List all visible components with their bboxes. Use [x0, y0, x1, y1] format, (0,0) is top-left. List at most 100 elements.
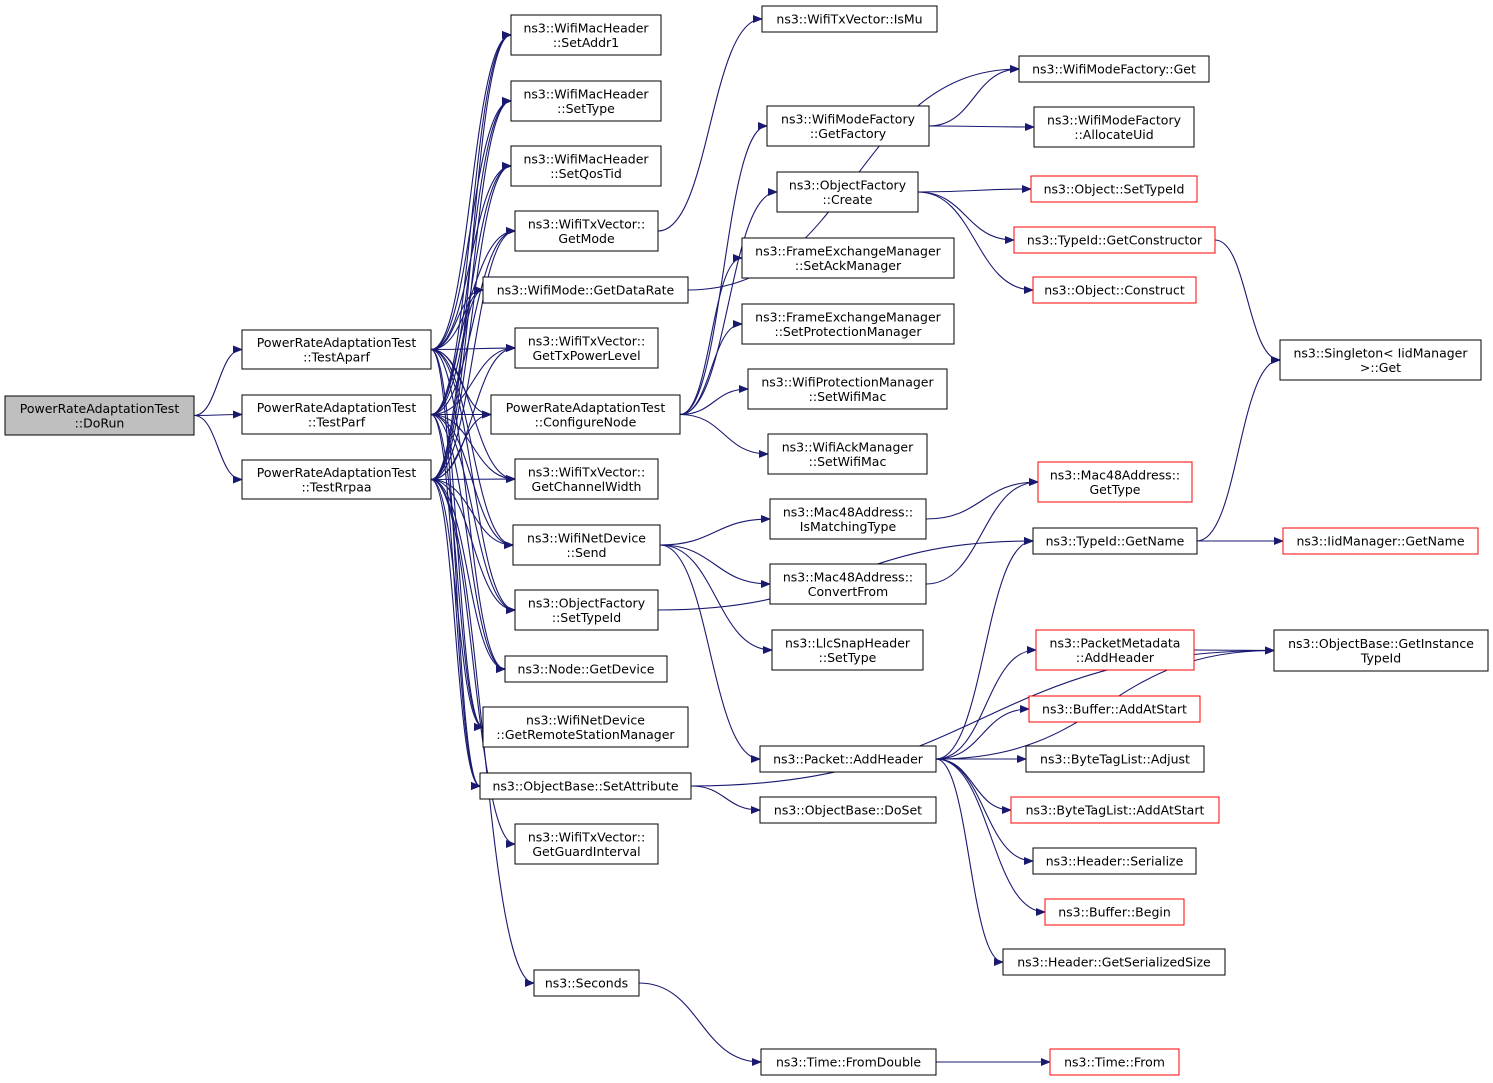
call-edge-path [430, 475, 516, 484]
node-llcsettype[interactable]: ns3::LlcSnapHeader::SetType [771, 629, 924, 671]
call-edge-path [430, 410, 492, 481]
call-edge [430, 344, 516, 416]
node-label: ::AddHeader [1076, 650, 1155, 665]
call-edge-path [430, 413, 484, 731]
node-getfactory[interactable]: ns3::WifiModeFactory::GetFactory [766, 105, 930, 147]
node-configurenode[interactable]: PowerRateAdaptationTest::ConfigureNode [490, 394, 681, 435]
node-getmode[interactable]: ns3::WifiTxVector::GetMode [514, 210, 659, 252]
node-settype[interactable]: ns3::WifiMacHeader::SetType [510, 80, 662, 122]
call-edge-path [430, 227, 516, 416]
node-label: ns3::Object::SetTypeId [1044, 182, 1185, 197]
node-label: ns3::WifiModeFactory [781, 111, 916, 126]
node-label: ::SetQosTid [550, 166, 622, 181]
node-setattribute[interactable]: ns3::ObjectBase::SetAttribute [479, 772, 692, 800]
call-edge-path [659, 515, 771, 546]
node-ismu[interactable]: ns3::WifiTxVector::IsMu [761, 5, 938, 33]
node-getchannelwidth[interactable]: ns3::WifiTxVector::GetChannelWidth [514, 458, 659, 500]
call-edge [430, 348, 514, 549]
node-wmfget[interactable]: ns3::WifiModeFactory::Get [1018, 55, 1210, 83]
call-edge [659, 515, 771, 546]
node-label: ns3::TypeId::GetConstructor [1027, 233, 1203, 248]
node-box [747, 368, 948, 410]
node-ofcreate[interactable]: ns3::ObjectFactory::Create [776, 171, 919, 213]
call-edge-path [917, 191, 1015, 244]
node-macgettype[interactable]: ns3::Mac48Address::GetType [1037, 461, 1193, 503]
node-btladdatstart[interactable]: ns3::ByteTagList::AddAtStart [1010, 796, 1220, 824]
call-edge [430, 348, 481, 790]
node-box [514, 210, 659, 252]
node-setqostid[interactable]: ns3::WifiMacHeader::SetQosTid [510, 145, 662, 187]
node-label: ns3::Header::GetSerializedSize [1017, 955, 1211, 970]
node-ofsettypeid[interactable]: ns3::ObjectFactory::SetTypeId [514, 589, 659, 631]
node-label: ns3::Singleton< IidManager [1293, 345, 1468, 360]
node-ismatchingtype[interactable]: ns3::Mac48Address::IsMatchingType [769, 498, 927, 540]
node-hdrgetsize[interactable]: ns3::Header::GetSerializedSize [1002, 948, 1226, 976]
node-label: ns3::Object::Construct [1044, 283, 1185, 298]
node-getdevice[interactable]: ns3::Node::GetDevice [504, 655, 668, 683]
call-edge [935, 705, 1030, 760]
call-edge-path [679, 320, 743, 416]
node-setaddr1[interactable]: ns3::WifiMacHeader::SetAddr1 [510, 14, 662, 56]
call-edge [430, 227, 516, 416]
node-acksetwifimac[interactable]: ns3::WifiAckManager::SetWifiMac [767, 433, 928, 475]
node-setprotmanager[interactable]: ns3::FrameExchangeManager::SetProtection… [741, 303, 955, 345]
call-edge [935, 646, 1037, 760]
node-testrrpaa[interactable]: PowerRateAdaptationTest::TestRrpaa [241, 459, 432, 500]
node-seconds[interactable]: ns3::Seconds [533, 969, 640, 997]
node-box [1010, 796, 1220, 824]
call-edge [430, 475, 516, 484]
node-box [759, 745, 937, 773]
node-label: ns3::WifiProtectionManager [761, 374, 934, 389]
node-addheader[interactable]: ns3::Packet::AddHeader [759, 745, 937, 773]
node-getconstructor[interactable]: ns3::TypeId::GetConstructor [1013, 226, 1216, 254]
node-singletonget[interactable]: ns3::Singleton< IidManager >::Get [1279, 339, 1482, 381]
node-getdatarate[interactable]: ns3::WifiMode::GetDataRate [482, 276, 689, 304]
node-protsetwifimac[interactable]: ns3::WifiProtectionManager::SetWifiMac [747, 368, 948, 410]
node-gettxpowerlevel[interactable]: ns3::WifiTxVector::GetTxPowerLevel [514, 327, 659, 369]
node-convertfrom[interactable]: ns3::Mac48Address::ConvertFrom [769, 563, 927, 605]
node-pmaddheader[interactable]: ns3::PacketMetadata::AddHeader [1035, 629, 1195, 671]
call-edge [679, 122, 768, 416]
call-edge-path [935, 705, 1030, 760]
node-bufaddatstart[interactable]: ns3::Buffer::AddAtStart [1028, 695, 1201, 723]
call-edge [193, 345, 243, 417]
call-edge-path [430, 478, 514, 549]
call-edge [917, 191, 1015, 244]
node-label: ::SetWifiMac [809, 454, 887, 469]
call-edge-path [430, 348, 481, 790]
call-edge-path [690, 785, 761, 814]
node-box [759, 796, 937, 824]
node-bufbegin[interactable]: ns3::Buffer::Begin [1044, 898, 1185, 926]
call-edge [430, 31, 512, 416]
node-box [1037, 461, 1193, 503]
node-testaparf[interactable]: PowerRateAdaptationTest::TestAparf [241, 329, 432, 370]
node-construct[interactable]: ns3::Object::Construct [1032, 276, 1197, 304]
node-label: PowerRateAdaptationTest [20, 401, 180, 416]
node-label: ns3::Node::GetDevice [518, 662, 655, 677]
node-getrsm[interactable]: ns3::WifiNetDevice::GetRemoteStationMana… [482, 706, 689, 748]
node-testparf[interactable]: PowerRateAdaptationTest::TestParf [241, 394, 432, 435]
node-objsettypeid[interactable]: ns3::Object::SetTypeId [1030, 175, 1198, 203]
node-typeidgetname[interactable]: ns3::TypeId::GetName [1032, 527, 1198, 555]
call-edge [430, 478, 516, 614]
node-box [1030, 175, 1198, 203]
node-getguardinterval[interactable]: ns3::WifiTxVector::GetGuardInterval [514, 823, 659, 865]
node-iidgetname[interactable]: ns3::IidManager::GetName [1282, 527, 1479, 555]
node-fromdouble[interactable]: ns3::Time::FromDouble [760, 1048, 937, 1076]
node-doset[interactable]: ns3::ObjectBase::DoSet [759, 796, 937, 824]
node-setackmanager[interactable]: ns3::FrameExchangeManager::SetAckManager [741, 237, 955, 279]
node-btladjust[interactable]: ns3::ByteTagList::Adjust [1025, 745, 1205, 773]
call-edge [430, 478, 516, 848]
node-allocateuid[interactable]: ns3::WifiModeFactory::AllocateUid [1033, 106, 1195, 148]
node-box [482, 706, 689, 748]
call-edge-path [928, 65, 1020, 127]
call-edge-path [679, 122, 768, 416]
node-hdrserialize[interactable]: ns3::Header::Serialize [1032, 847, 1197, 875]
node-send[interactable]: ns3::WifiNetDevice::Send [512, 524, 661, 566]
call-edge-path [430, 478, 516, 614]
call-edge-path [193, 345, 243, 417]
node-box [4, 395, 195, 436]
node-timefrom[interactable]: ns3::Time::From [1049, 1048, 1180, 1076]
node-dorun[interactable]: PowerRateAdaptationTest::DoRun [4, 395, 195, 436]
